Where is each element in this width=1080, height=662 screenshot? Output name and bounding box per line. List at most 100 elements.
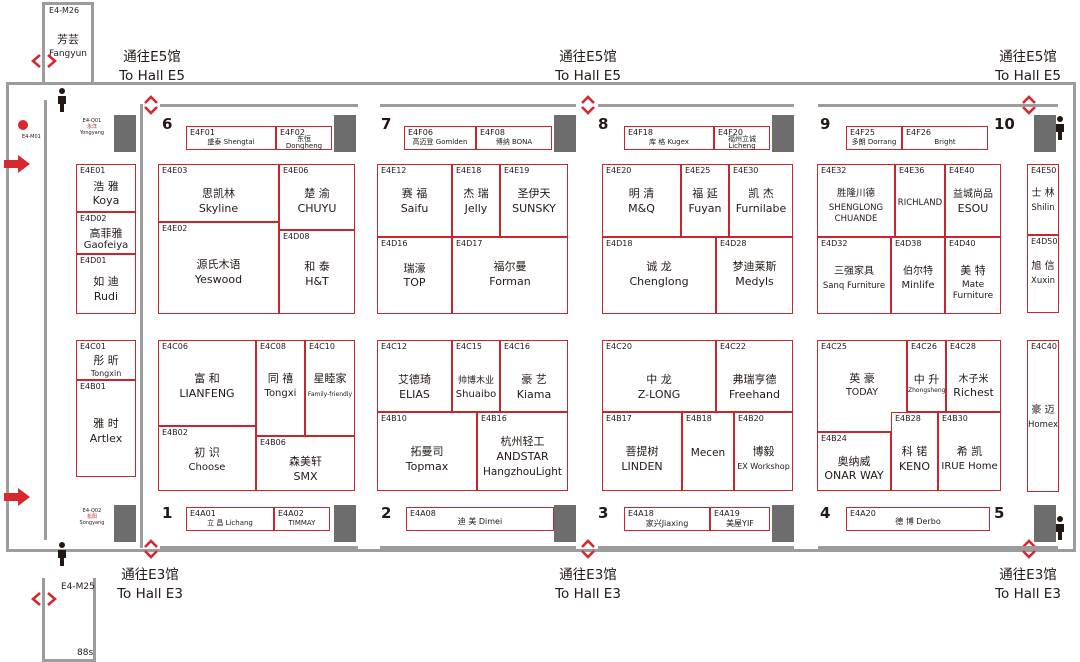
bottom-wall-strip — [818, 546, 1058, 549]
booth[interactable]: E4C26 中 升 Zhongsheng — [907, 340, 946, 412]
booth[interactable]: E4C22 弗瑞亨德 Freehand — [716, 340, 793, 412]
booth[interactable]: E4D40 美 特 Mate Furniture — [945, 237, 1001, 314]
top-wall-strip — [598, 104, 794, 107]
booth[interactable]: E4E03 思凯林 Skyline — [158, 164, 279, 222]
booth[interactable]: E4E32 胜隆川德 SHENGLONG CHUANDE — [817, 164, 895, 237]
booth[interactable]: E4D28 梦迪莱斯 Medyls — [716, 237, 793, 314]
booth[interactable]: E4B16 杭州轻工 ANDSTAR HangzhouLight — [477, 412, 568, 491]
booth-strip[interactable]: E4F20 福州立诚 Licheng — [714, 126, 770, 150]
booth[interactable]: E4B10 拓曼司 Topmax — [377, 412, 477, 491]
booth[interactable]: E4D17 福尔曼 Forman — [452, 237, 568, 314]
booth[interactable]: E4E25 福 延 Fuyan — [681, 164, 729, 237]
booth[interactable]: E4C01 彤 昕 Tongxin — [76, 340, 136, 380]
booth-strip[interactable]: E4A19 美屋YIF — [710, 507, 770, 531]
booth[interactable]: E4C08 同 禧 Tongxi — [256, 340, 305, 436]
left-right-arrow-icon — [31, 592, 57, 606]
booth[interactable]: E4C16 豪 艺 Kiama — [500, 340, 568, 412]
booth[interactable]: E4E20 明 清 M&Q — [602, 164, 681, 237]
sign-songyang: E4-Q02 松阳 Songyang — [79, 508, 105, 526]
room-fangyun[interactable]: E4-M26 芳芸 Fangyun — [42, 2, 94, 82]
booth[interactable]: E4E18 杰 瑞 Jelly — [452, 164, 500, 237]
booth-strip[interactable]: E4A08 迪 美 Dimei — [406, 507, 554, 531]
pillar — [554, 505, 576, 542]
pillar — [334, 115, 356, 152]
booth[interactable]: E4B01 雅 时 Artlex — [76, 380, 136, 477]
section-number: 2 — [381, 504, 392, 522]
booth-strip[interactable]: E4F25 多朗 Dorrang — [846, 126, 902, 150]
section-number: 3 — [598, 504, 609, 522]
booth-strip[interactable]: E4F01 盛泰 Shengtai — [186, 126, 276, 150]
booth[interactable]: E4C12 艾德琦 ELIAS — [377, 340, 452, 412]
booth[interactable]: E4B28 科 锘 KENO — [891, 412, 938, 491]
section-number: 1 — [162, 504, 173, 522]
up-down-arrow-icon — [581, 95, 595, 115]
booth[interactable]: E4C06 富 和 LIANFENG — [158, 340, 256, 426]
up-down-arrow-icon — [144, 95, 158, 115]
booth[interactable]: E4E02 源氏木语 Yeswood — [158, 222, 279, 314]
booth[interactable]: E4D50 旭 信 Xuxin — [1027, 235, 1059, 313]
entrance-arrow-bottom — [4, 488, 30, 506]
booth[interactable]: E4C40 豪 迈 Homex — [1027, 340, 1059, 492]
booth[interactable]: E4B20 博毅 EX Workshop — [734, 412, 793, 491]
booth[interactable]: E4B18 Mecen — [682, 412, 734, 491]
section-number: 5 — [994, 504, 1005, 522]
booth[interactable]: E4D01 如 迪 Rudi — [76, 254, 136, 314]
booth[interactable]: E4D02 高菲雅 Gaofeiya — [76, 212, 136, 254]
room-m25[interactable]: E4-M25 88s — [42, 578, 96, 662]
booth[interactable]: E4D32 三强家具 Sanq Furniture — [817, 237, 891, 314]
booth[interactable]: E4E36 RICHLAND — [895, 164, 945, 237]
booth-strip[interactable]: E4F18 库 格 Kugex — [624, 126, 714, 150]
booth-strip[interactable]: E4A01 立 昌 Lichang — [186, 507, 274, 531]
booth[interactable]: E4E40 益城尚品 ESOU — [945, 164, 1001, 237]
booth[interactable]: E4C28 木子米 Richest — [946, 340, 1001, 412]
pillar — [114, 115, 136, 152]
booth-strip[interactable]: E4F08 博纳 BONA — [476, 126, 552, 150]
booth[interactable]: E4B30 希 凯 IRUE Home — [938, 412, 1001, 491]
booth[interactable]: E4D18 诚 龙 Chenglong — [602, 237, 716, 314]
restroom-icon — [1056, 516, 1064, 540]
room-m01[interactable]: E4-M01 — [12, 110, 42, 150]
bottom-wall-strip — [380, 546, 576, 549]
booth[interactable]: E4B02 初 识 Choose — [158, 426, 256, 491]
booth-strip[interactable]: E4F26 Bright — [902, 126, 988, 150]
booth[interactable]: E4B17 菩提树 LINDEN — [602, 412, 682, 491]
section-number: 9 — [820, 115, 831, 133]
marker-dot — [18, 120, 28, 130]
booth[interactable]: E4E19 圣伊天 SUNSKY — [500, 164, 568, 237]
booth[interactable]: E4E50 士 林 Shilin — [1027, 164, 1059, 235]
booth[interactable]: E4D08 和 泰 H&T — [279, 230, 355, 314]
booth-strip[interactable]: E4A02 TIMMAY — [274, 507, 330, 531]
booth[interactable]: E4E12 赛 福 Saifu — [377, 164, 452, 237]
booth[interactable]: E4E01 浩 雅 Koya — [76, 164, 136, 212]
booth[interactable]: E4C15 帅博木业 Shuaibo — [452, 340, 500, 412]
section-number: 7 — [381, 115, 392, 133]
booth-strip[interactable]: E4A18 家兴Jiaxing — [624, 507, 710, 531]
booth[interactable]: E4C10 星睦家 Family-friendly — [305, 340, 355, 436]
booth[interactable]: E4D16 瑞濠 TOP — [377, 237, 452, 314]
booth[interactable]: E4B24 奥纳威 ONAR WAY — [817, 432, 891, 491]
section-number: 6 — [162, 115, 173, 133]
booth[interactable]: E4B06 森美轩 SMX — [256, 436, 355, 491]
bottom-wall-strip — [598, 546, 794, 549]
booth[interactable]: E4D38 伯尔特 Minlife — [891, 237, 945, 314]
booth-strip[interactable]: E4A20 德 博 Derbo — [846, 507, 990, 531]
section-number: 10 — [994, 115, 1015, 133]
booth[interactable]: E4E30 凯 杰 Furnilabe — [729, 164, 793, 237]
pillar — [1034, 115, 1056, 152]
pillar — [1034, 505, 1056, 542]
restroom-icon — [1056, 116, 1064, 140]
booth[interactable]: E4C25 英 豪 TODAY — [817, 340, 907, 432]
aisle-wall-left — [140, 104, 143, 548]
booth[interactable]: E4C20 中 龙 Z-LONG — [602, 340, 716, 412]
booth-strip[interactable]: E4F02 东恒 Dongheng — [276, 126, 332, 150]
booth[interactable]: E4E06 楚 渝 CHUYU — [279, 164, 355, 230]
pillar — [772, 505, 794, 542]
booth-strip[interactable]: E4F06 高迈登 Gomlden — [404, 126, 476, 150]
section-number: 8 — [598, 115, 609, 133]
